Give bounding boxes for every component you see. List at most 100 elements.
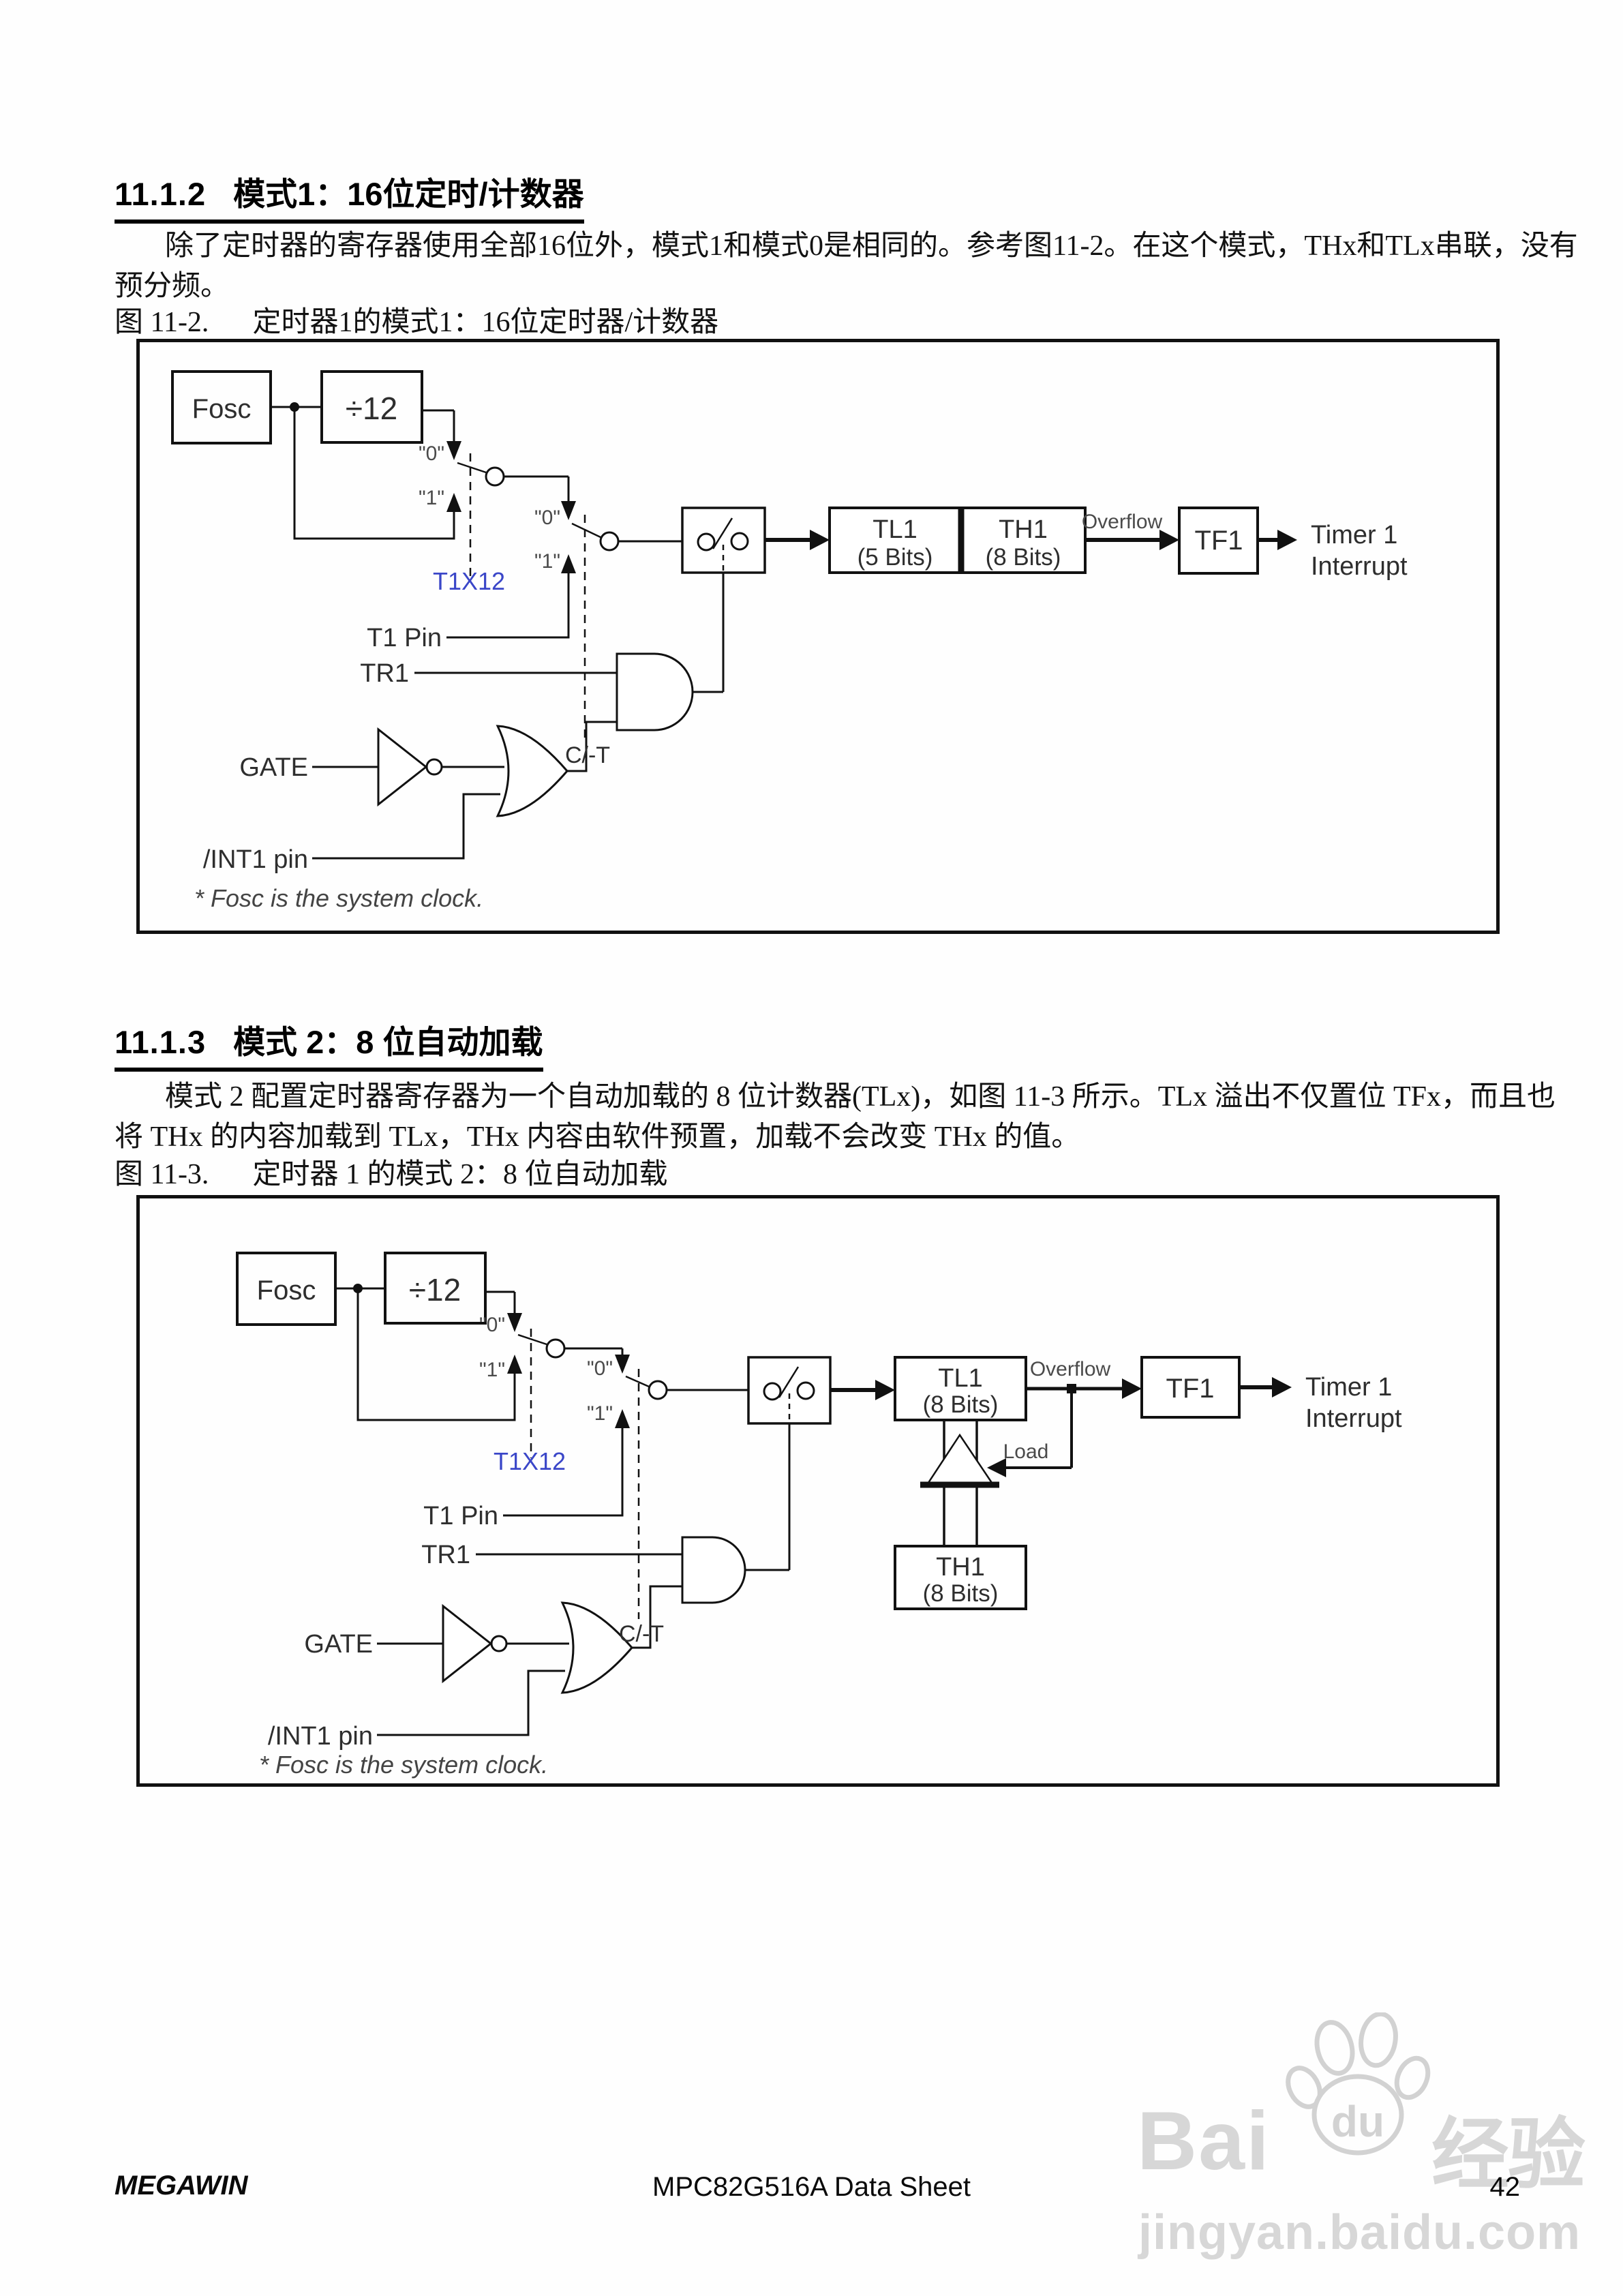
fosc-box — [236, 1252, 337, 1326]
th1-label: TH1 — [999, 515, 1048, 544]
tf1-label: TF1 — [1166, 1374, 1214, 1404]
switch-pole — [648, 1380, 668, 1400]
and-gate — [681, 1536, 746, 1604]
tf1-flag-box — [1178, 507, 1259, 575]
divide-by-12-label: ÷12 — [409, 1272, 461, 1308]
int1-pin-label: /INT1 pin — [268, 1722, 373, 1751]
junction-dot — [353, 1284, 363, 1293]
figure-caption: 图 11-2.定时器1的模式1：16位定时器/计数器 — [115, 299, 718, 340]
ct-control-label: C/-T — [565, 742, 610, 768]
tr1-label: TR1 — [421, 1541, 470, 1569]
t1-pin-label: T1 Pin — [367, 624, 442, 652]
section-title: 模式 2：8 位自动加载 — [233, 1024, 543, 1060]
th1-label: TH1 — [936, 1553, 985, 1582]
fosc-label: Fosc — [257, 1275, 316, 1305]
select-0-label: "0" — [587, 1357, 613, 1380]
divide-by-12-box — [384, 1252, 487, 1325]
figure-11-2-diagram: Fosc ÷12 "0" "1" T1X12 "0" "1" C/-T T1 P… — [136, 339, 1500, 934]
load-label: Load — [1003, 1440, 1049, 1463]
select0-contact-arrow-icon — [615, 1355, 630, 1374]
junction-node — [1067, 1384, 1076, 1393]
tr1-label: TR1 — [360, 659, 409, 688]
figure-11-3-diagram: Fosc ÷12 "0" "1" T1X12 "0" "1" C/-T T1 P… — [136, 1195, 1500, 1787]
inverter-bubble — [425, 758, 443, 776]
tl1-label: TL1 — [873, 515, 917, 544]
or-gate — [496, 725, 568, 817]
t1-pin-label: T1 Pin — [423, 1502, 498, 1530]
load-buffer-symbol — [920, 1433, 999, 1488]
arrowhead-icon — [1122, 1378, 1142, 1399]
select-0-label: "0" — [419, 442, 444, 465]
select1-contact-arrow-icon — [615, 1409, 630, 1428]
th1-register-box — [960, 507, 1087, 574]
select-1-label: "1" — [587, 1402, 613, 1425]
watermark-url-text: jingyan.baidu.com — [1138, 2205, 1581, 2260]
timer1-interrupt-label: Timer 1 — [1305, 1373, 1392, 1402]
figure-caption: 图 11-3.定时器 1 的模式 2：8 位自动加载 — [115, 1151, 667, 1192]
arrowhead-icon — [875, 1380, 895, 1400]
paragraph-line: 模式 2 配置定时器寄存器为一个自动加载的 8 位计数器(TLx)，如图 11-… — [165, 1081, 1556, 1113]
tl1-register-box — [828, 507, 962, 574]
select0-contact-arrow-icon — [507, 1313, 522, 1332]
wiring — [335, 1287, 1281, 1736]
paragraph-line: 将 THx 的内容加载到 TLx，THx 内容由软件预置，加载不会改变 THx … — [115, 1121, 1080, 1153]
select0-contact-arrow-icon — [446, 441, 461, 460]
baidu-paw-icon: du — [1286, 2012, 1431, 2156]
ct-control-label: C/-T — [619, 1621, 664, 1647]
and-gate — [616, 652, 694, 731]
arrowhead-icon — [1277, 530, 1297, 550]
th1-bits-label: (8 Bits) — [986, 544, 1061, 571]
paragraph-line: 预分频。 — [115, 271, 230, 302]
t1x12-label: T1X12 — [433, 567, 505, 595]
timer1-interrupt-label: Interrupt — [1305, 1404, 1402, 1433]
watermark-jingyan-text: 经验 — [1431, 2112, 1586, 2199]
switch-pole — [485, 466, 505, 487]
tl1-bits-label: (8 Bits) — [923, 1391, 999, 1418]
tl1-label: TL1 — [938, 1364, 982, 1393]
th1-register-box — [894, 1545, 1027, 1610]
overflow-label: Overflow — [1082, 511, 1163, 533]
select1-contact-arrow-icon — [446, 493, 461, 512]
select-0-label: "0" — [479, 1314, 505, 1336]
gated-switch-box — [747, 1356, 832, 1425]
inverter-gate — [377, 727, 428, 807]
section-heading-11-1-3: 11.1.3 模式 2：8 位自动加载 — [115, 1016, 543, 1072]
inverter-gate — [442, 1603, 493, 1684]
arrowhead-icon — [810, 530, 830, 550]
junctions-and-arrows — [290, 402, 1297, 573]
select-1-label: "1" — [534, 550, 560, 573]
figure-caption-text: 定时器 1 的模式 2：8 位自动加载 — [252, 1159, 668, 1190]
inverter-bubble — [490, 1635, 508, 1652]
figure-caption-text: 定时器1的模式1：16位定时器/计数器 — [252, 307, 719, 338]
fosc-footnote: * Fosc is the system clock. — [194, 884, 483, 912]
figure-border — [136, 1195, 1500, 1787]
footer-page-number: 42 — [1489, 2172, 1521, 2202]
junctions-and-arrows — [353, 1284, 1292, 1477]
footer-doc-title: MPC82G516A Data Sheet — [652, 2172, 971, 2202]
select-1-label: "1" — [479, 1359, 505, 1381]
paragraph-line: 除了定时器的寄存器使用全部16位外，模式1和模式0是相同的。参考图11-2。在这… — [165, 230, 1578, 262]
figure-border — [136, 339, 1500, 934]
gate-label: GATE — [304, 1630, 373, 1659]
timer1-interrupt-label: Timer 1 — [1311, 521, 1397, 549]
gated-switch-box — [681, 507, 766, 574]
th1-bits-label: (8 Bits) — [923, 1580, 999, 1607]
section-number: 11.1.2 — [115, 176, 207, 212]
switch-symbols — [545, 1338, 668, 1400]
fosc-label: Fosc — [192, 394, 252, 424]
section-title: 模式1：16位定时/计数器 — [233, 176, 584, 212]
tf1-flag-box — [1140, 1356, 1241, 1419]
section-number: 11.1.3 — [115, 1024, 207, 1060]
switch-pole — [545, 1338, 566, 1359]
overflow-label: Overflow — [1030, 1358, 1111, 1380]
gate-label: GATE — [239, 753, 308, 782]
switch-symbols — [485, 466, 620, 552]
fosc-footnote: * Fosc is the system clock. — [259, 1751, 548, 1779]
fosc-box — [171, 370, 272, 444]
tl1-bits-label: (5 Bits) — [858, 544, 933, 571]
select1-contact-arrow-icon — [561, 554, 576, 573]
switch-pole — [599, 531, 620, 552]
timer1-interrupt-label: Interrupt — [1311, 552, 1408, 581]
junction-dot — [290, 402, 299, 412]
